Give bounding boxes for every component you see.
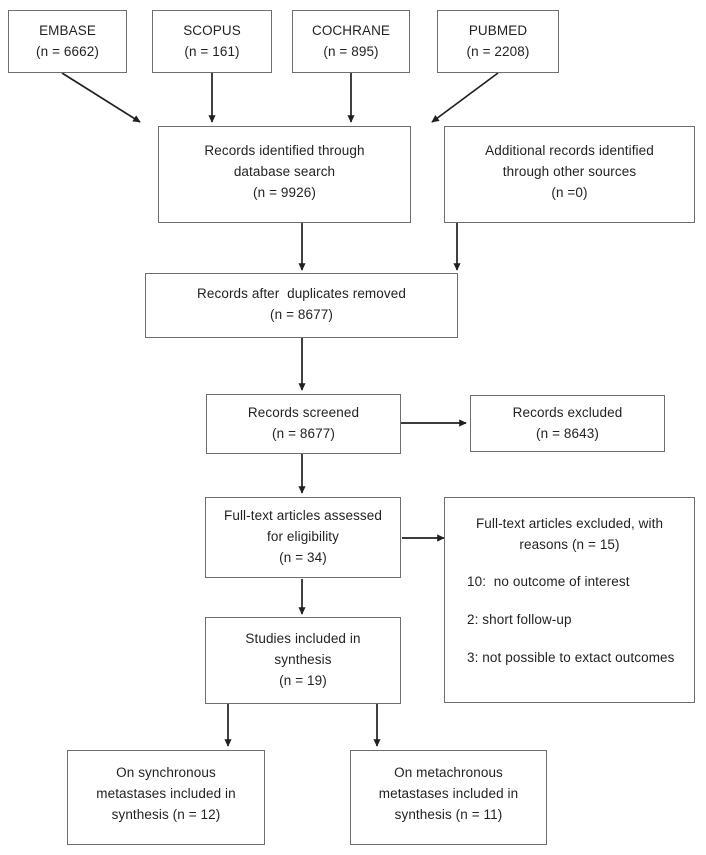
records-excluded-line1: Records excluded xyxy=(512,404,623,420)
records-identified-box[interactable]: Records identified through database sear… xyxy=(158,126,411,223)
studies-included-line1: Studies included in xyxy=(245,631,361,646)
source-count-scopus: (n = 161) xyxy=(184,43,240,59)
source-count-embase: (n = 6662) xyxy=(36,43,99,59)
source-name-scopus: SCOPUS xyxy=(183,22,241,38)
records-identified-count: (n = 9926) xyxy=(253,184,316,200)
source-box-embase[interactable]: EMBASE (n = 6662) xyxy=(8,10,127,73)
fulltext-excluded-heading: Full-text articles excluded, with reason… xyxy=(463,514,676,556)
arrow-embase-to-identified xyxy=(61,72,141,123)
eligibility-line1: Full-text articles assessed xyxy=(223,508,382,524)
synchronous-line1: On synchronous xyxy=(116,765,216,780)
source-name-pubmed: PUBMED xyxy=(468,22,528,38)
source-name-embase: EMBASE xyxy=(39,22,96,38)
synchronous-line3: synthesis (n = 12) xyxy=(111,806,221,822)
fulltext-excluded-line2: reasons (n = 15) xyxy=(519,536,620,552)
source-count-pubmed: (n = 2208) xyxy=(466,43,530,59)
records-excluded-count: (n = 8643) xyxy=(536,425,599,441)
studies-included-count: (n = 19) xyxy=(279,672,327,688)
fulltext-excluded-box[interactable]: Full-text articles excluded, with reason… xyxy=(444,497,695,703)
duplicates-removed-count: (n = 8677) xyxy=(270,306,333,322)
duplicates-removed-box[interactable]: Records after duplicates removed (n = 86… xyxy=(145,273,458,338)
metachronous-line2: metastases included in xyxy=(378,785,519,801)
synchronous-line2: metastases included in xyxy=(96,785,236,801)
arrow-pubmed-to-identified xyxy=(431,72,499,123)
source-box-scopus[interactable]: SCOPUS (n = 161) xyxy=(152,10,272,73)
additional-records-box[interactable]: Additional records identified through ot… xyxy=(444,126,695,223)
additional-records-line1: Additional records identified xyxy=(485,143,654,158)
eligibility-box[interactable]: Full-text articles assessed for eligibil… xyxy=(205,497,401,578)
records-screened-line1: Records screened xyxy=(247,405,360,421)
exclusion-reason-3: 3: not possible to extact outcomes xyxy=(467,649,675,665)
fulltext-excluded-line1: Full-text articles excluded, with xyxy=(475,516,664,531)
studies-included-line2: synthesis xyxy=(274,651,332,667)
eligibility-line2: for eligibility xyxy=(266,529,340,545)
records-screened-count: (n = 8677) xyxy=(272,426,335,441)
studies-included-box[interactable]: Studies included in synthesis (n = 19) xyxy=(205,617,401,704)
exclusion-reason-2: 2: short follow-up xyxy=(467,611,572,627)
duplicates-removed-line1: Records after duplicates removed xyxy=(197,286,406,301)
eligibility-count: (n = 34) xyxy=(279,549,327,565)
records-excluded-box[interactable]: Records excluded (n = 8643) xyxy=(470,395,665,452)
metachronous-box[interactable]: On metachronous metastases included in s… xyxy=(350,750,547,845)
exclusion-reason-1: 10: no outcome of interest xyxy=(467,573,630,589)
records-identified-line2: database search xyxy=(233,163,336,179)
additional-records-line2: through other sources xyxy=(502,163,637,179)
source-box-pubmed[interactable]: PUBMED (n = 2208) xyxy=(437,10,559,73)
metachronous-line1: On metachronous xyxy=(394,765,503,780)
records-screened-box[interactable]: Records screened (n = 8677) xyxy=(206,394,401,454)
additional-records-count: (n =0) xyxy=(551,184,588,200)
metachronous-line3: synthesis (n = 11) xyxy=(394,806,503,822)
records-identified-line1: Records identified through xyxy=(204,143,365,158)
source-count-cochrane: (n = 895) xyxy=(323,43,379,59)
fulltext-excluded-reasons-list: 10: no outcome of interest 2: short foll… xyxy=(463,572,676,669)
source-name-cochrane: COCHRANE xyxy=(311,22,391,38)
source-box-cochrane[interactable]: COCHRANE (n = 895) xyxy=(292,10,410,73)
synchronous-box[interactable]: On synchronous metastases included in sy… xyxy=(67,750,265,845)
